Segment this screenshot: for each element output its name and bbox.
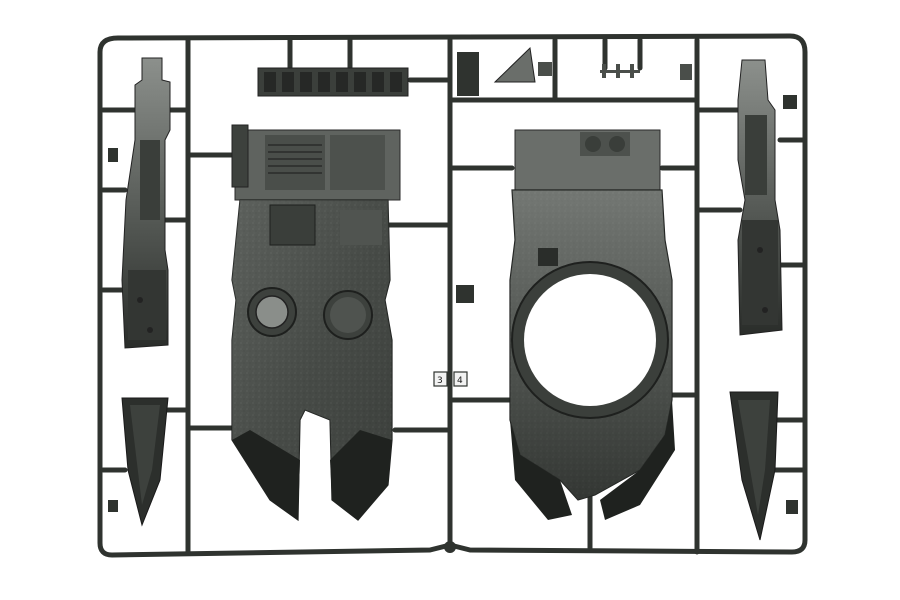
part-number-tags: 3 4: [433, 371, 468, 387]
left-side-panel: [121, 57, 171, 349]
sprue-frame: [97, 33, 808, 558]
sprue-tabs: [108, 52, 798, 553]
turret-ring-hull: [509, 129, 675, 520]
part-number-4: 4: [457, 376, 463, 386]
right-fender: [729, 391, 779, 541]
part-number-3: 3: [437, 376, 443, 386]
left-fender: [121, 397, 169, 527]
right-side-panel: [737, 59, 783, 336]
track-segment: [257, 67, 409, 97]
small-parts-top: [493, 46, 692, 83]
upper-hull: [231, 124, 401, 522]
